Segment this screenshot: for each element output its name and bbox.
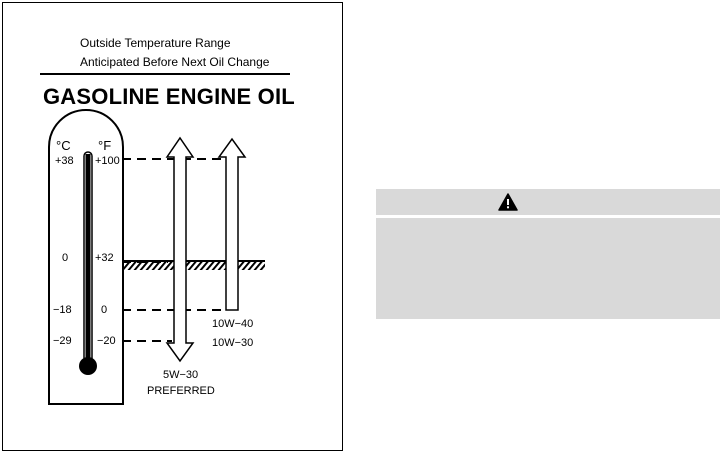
oil-viscosity-figure: °C °F +38 0 −18 −29 +100 +32 0 −20 10W−4… xyxy=(48,109,265,405)
arrow-10w xyxy=(217,137,247,311)
fahrenheit-tick-32: +32 xyxy=(95,252,114,264)
fahrenheit-tick-minus20: −20 xyxy=(97,335,116,347)
preferred-label: PREFERRED xyxy=(147,385,215,397)
celsius-tick-minus18: −18 xyxy=(53,304,72,316)
title-divider xyxy=(40,73,290,75)
oil-chart-frame xyxy=(2,2,343,451)
warning-separator xyxy=(376,215,720,218)
warning-box xyxy=(376,189,720,319)
range-line-1: Outside Temperature Range xyxy=(80,36,231,50)
hatch-band xyxy=(123,261,265,270)
fahrenheit-tick-100: +100 xyxy=(95,155,120,167)
oil-grade-10w30: 10W−30 xyxy=(212,337,253,349)
celsius-tick-0: 0 xyxy=(62,252,68,264)
warning-header xyxy=(376,189,720,215)
engine-oil-title: GASOLINE ENGINE OIL xyxy=(43,84,295,109)
celsius-unit: °C xyxy=(56,138,71,153)
warning-triangle-icon xyxy=(498,193,518,211)
arrow-5w30 xyxy=(165,136,195,363)
fahrenheit-tick-0: 0 xyxy=(101,304,107,316)
oil-grade-10w40: 10W−40 xyxy=(212,318,253,330)
range-line-2: Anticipated Before Next Oil Change xyxy=(80,55,270,69)
oil-grade-5w30: 5W−30 xyxy=(163,369,198,381)
celsius-tick-38: +38 xyxy=(55,155,74,167)
celsius-tick-minus29: −29 xyxy=(53,335,72,347)
fahrenheit-unit: °F xyxy=(98,138,111,153)
